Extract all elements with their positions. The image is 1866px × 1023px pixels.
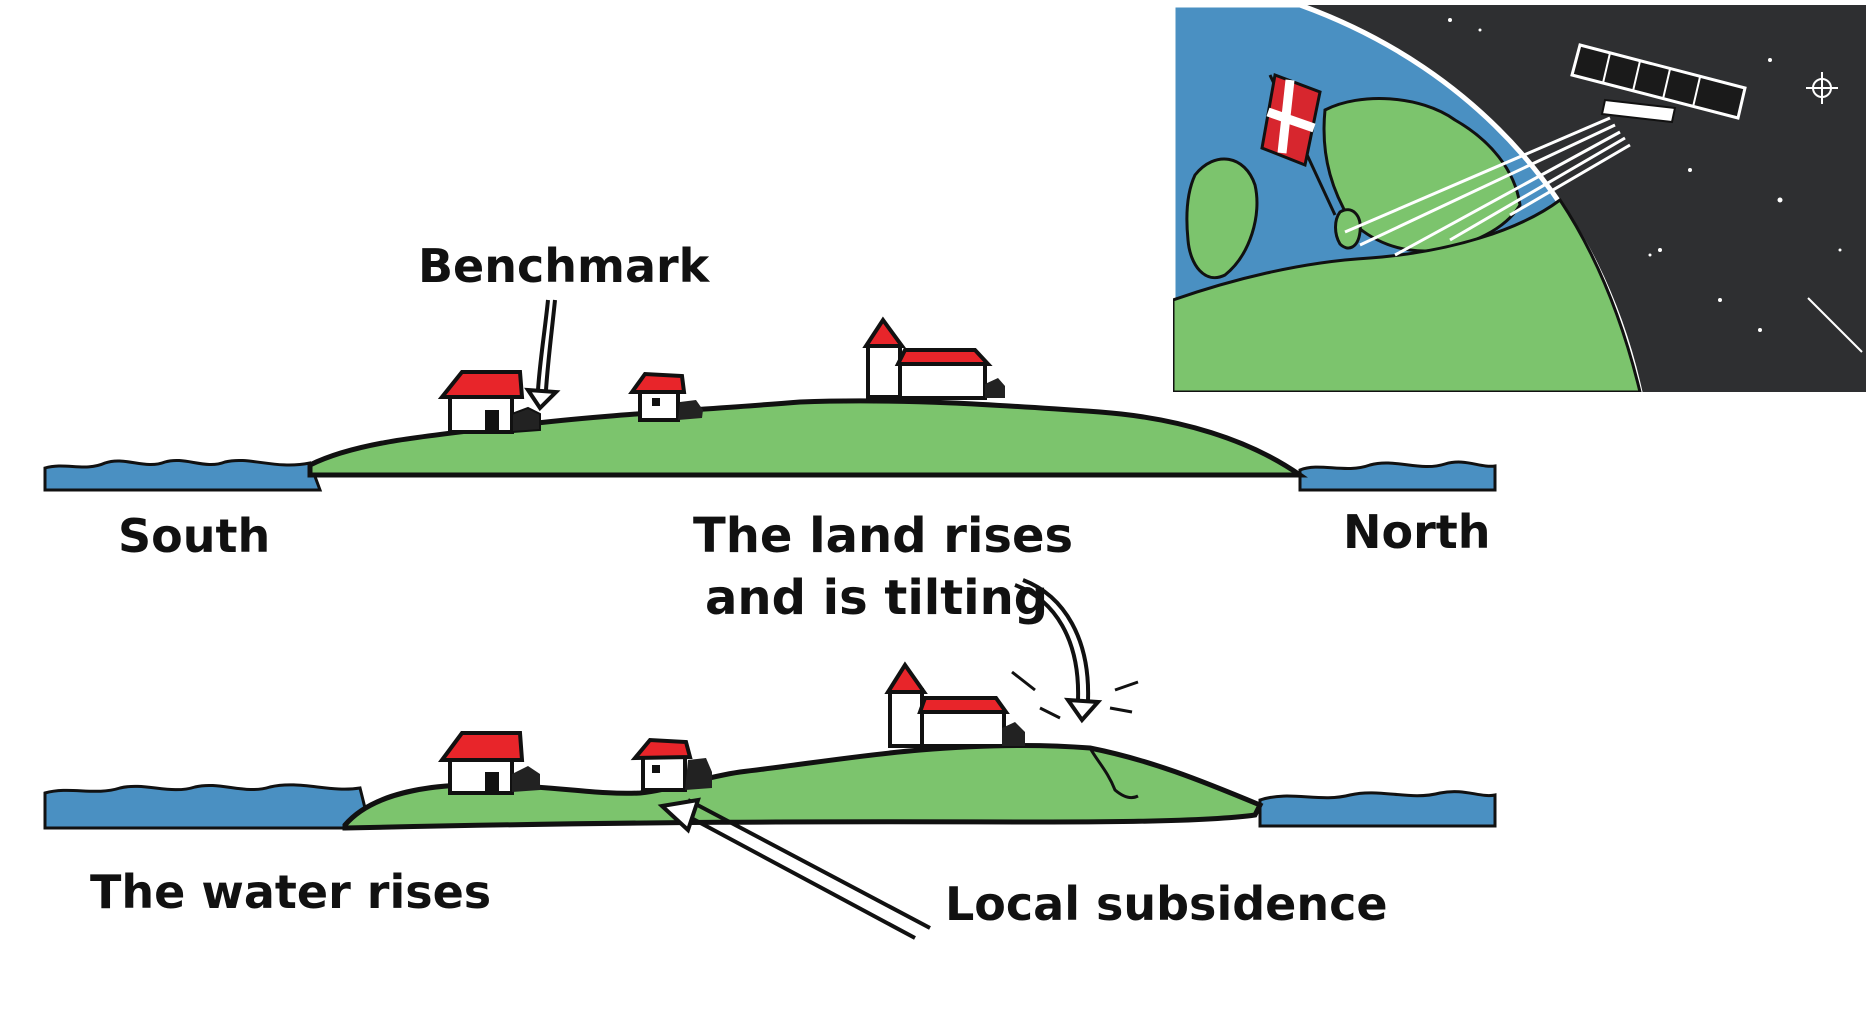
subsidence-crack <box>1088 747 1139 800</box>
red-roof-house <box>438 731 540 795</box>
landmass-britain <box>1185 157 1259 279</box>
comet-streak <box>1807 297 1863 353</box>
south-label: South <box>118 509 270 563</box>
sea-right-top <box>1298 460 1497 492</box>
island-top-scene <box>43 316 1497 492</box>
church-building <box>862 316 1005 400</box>
red-roof-house <box>437 370 541 434</box>
north-label: North <box>1343 505 1491 559</box>
small-house <box>630 737 712 792</box>
stars <box>1448 18 1842 332</box>
tilting-arrow <box>1011 578 1139 724</box>
radar-beams <box>1344 116 1631 257</box>
benchmark-arrow <box>524 299 561 412</box>
satellite-icon <box>1570 43 1747 124</box>
subsidence-arrow <box>657 797 931 940</box>
local-subsidence-label: Local subsidence <box>945 877 1388 931</box>
land-bottom <box>342 743 1264 831</box>
sea-left-top <box>43 458 323 492</box>
island-bottom-scene <box>43 661 1497 831</box>
water-rises-label: The water rises <box>90 865 491 919</box>
sea-left-bottom <box>43 783 372 830</box>
land-rises-label-line1: The land rises <box>693 508 1073 564</box>
landmass-europe <box>1173 197 1642 392</box>
land-rises-label-line2: and is tilting <box>705 570 1048 626</box>
church-building <box>884 661 1025 748</box>
small-house <box>628 371 703 422</box>
satellite-inset <box>1173 5 1866 392</box>
danish-flag-icon <box>1260 72 1337 216</box>
benchmark-label: Benchmark <box>418 239 711 293</box>
landmass-denmark <box>1334 208 1362 250</box>
crosshair-icon <box>1806 72 1838 104</box>
sea-right-bottom <box>1258 790 1497 828</box>
